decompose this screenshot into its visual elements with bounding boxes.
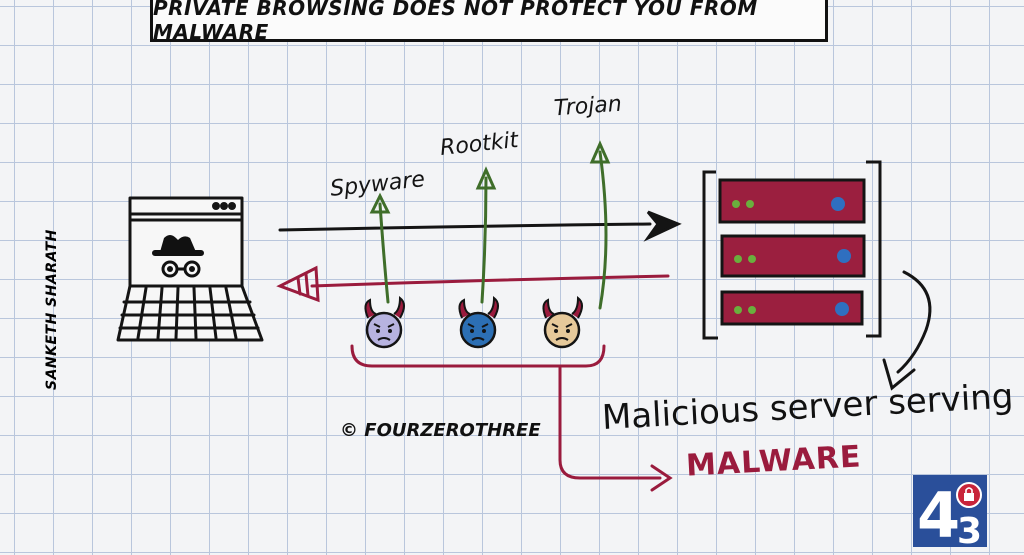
trojan-arrow [589,140,611,310]
rootkit-arrow [475,166,497,304]
server-rack-icon [702,160,882,340]
server-to-caption-arrow [882,270,932,391]
incognito-icon [152,235,204,278]
fourzerothree-logo: 4 3 [913,475,987,547]
request-arrow [278,210,682,242]
copyright-text: © FOURZEROTHREE [340,420,541,441]
logo-digit-right: 3 [957,511,982,547]
logo-digit-left: 4 [917,479,960,547]
trojan-devil-icon [542,295,583,349]
spyware-devil-icon [364,295,405,349]
diagram-title: PRIVATE BROWSING DOES NOT PROTECT YOU FR… [153,0,758,44]
trojan-label: Trojan [553,91,623,122]
response-arrow [276,265,670,303]
rootkit-devil-icon [458,295,499,349]
spyware-arrow [369,192,391,304]
malware-bracket [350,344,673,492]
title-banner: PRIVATE BROWSING DOES NOT PROTECT YOU FR… [150,0,828,44]
